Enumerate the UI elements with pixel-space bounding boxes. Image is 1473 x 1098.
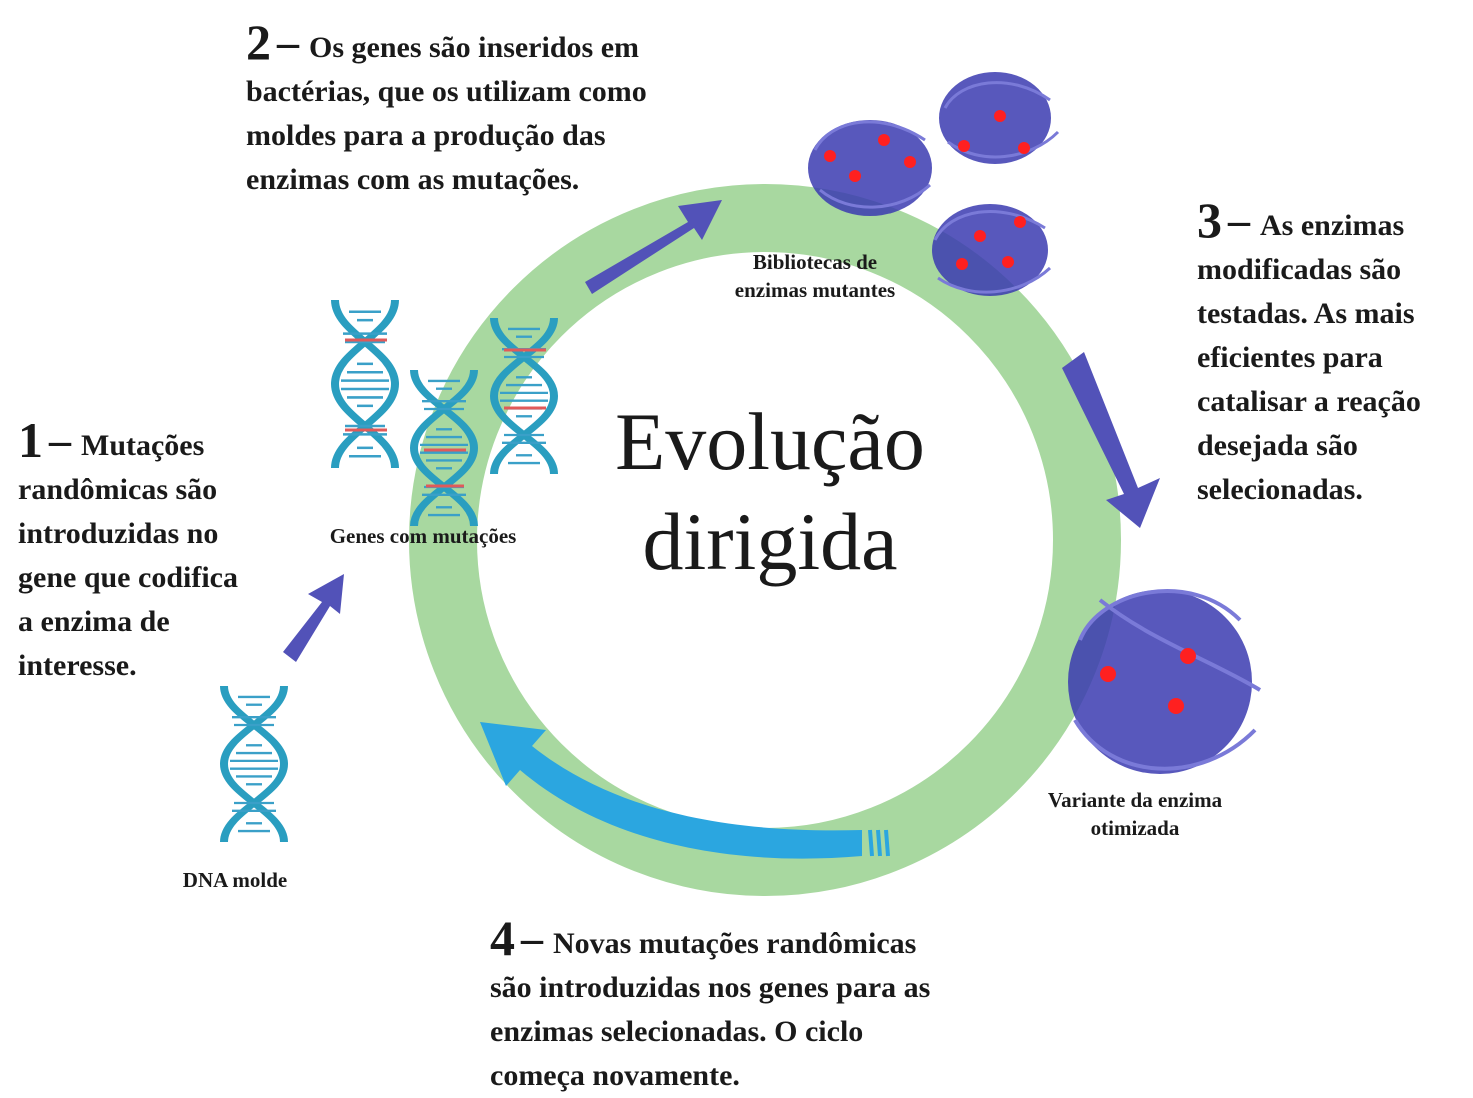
step-text-line: catalisar a reação — [1197, 385, 1421, 418]
step-dash: – — [521, 914, 543, 963]
step-1-description: 1–Mutações randômicas são introduzidas n… — [18, 415, 308, 688]
step-dash: – — [277, 18, 299, 67]
mutant-enzyme-3 — [932, 204, 1052, 296]
step-text-line: a enzima de — [18, 605, 170, 638]
step-text-line: testadas. As mais — [1197, 297, 1415, 330]
step-number: 1 — [18, 412, 43, 468]
step-text-line: eficientes para — [1197, 341, 1383, 374]
step-text-line: desejada são — [1197, 429, 1358, 462]
step-number: 4 — [490, 910, 515, 966]
arrow-to-variant — [1062, 352, 1160, 528]
mutated-gene-helix-1 — [335, 300, 395, 468]
label-optimized-variant: Variante da enzima otimizada — [1000, 786, 1270, 842]
label-line: otimizada — [1090, 816, 1180, 840]
label-line: Bibliotecas de — [752, 250, 878, 274]
step-text-line: começa novamente. — [490, 1059, 740, 1092]
step-number: 3 — [1197, 192, 1222, 248]
label-mutated-genes: Genes com mutações — [329, 524, 517, 548]
arrow-to-genes — [283, 574, 344, 662]
label-line: enzimas mutantes — [734, 278, 896, 302]
step-text-line: enzimas com as mutações. — [246, 163, 580, 196]
step-text-line: moldes para a produção das — [246, 119, 606, 152]
title-line-1: Evolução — [615, 396, 925, 487]
title-line-2: dirigida — [642, 496, 898, 587]
step-text-line: As enzimas — [1260, 209, 1405, 242]
step-text-line: gene que codifica — [18, 561, 238, 594]
mutant-enzyme-2 — [939, 72, 1060, 164]
step-dash: – — [49, 416, 71, 465]
arrow-to-libraries — [585, 200, 722, 294]
step-text-line: randômicas são — [18, 473, 218, 506]
mutated-gene-helix-2 — [414, 370, 474, 526]
arrow-tail-stripes — [868, 829, 890, 857]
step-text-line: Novas mutações randômicas — [553, 927, 917, 960]
step-number: 2 — [246, 14, 271, 70]
step-dash: – — [1228, 196, 1250, 245]
step-text-line: interesse. — [18, 649, 137, 682]
mutated-gene-helix-3 — [494, 318, 554, 474]
step-4-description: 4–Novas mutações randômicas são introduz… — [490, 913, 1050, 1098]
dna-template-helix — [224, 686, 284, 842]
arrow-restart-cycle — [480, 722, 862, 859]
step-text-line: selecionadas. — [1197, 473, 1363, 506]
step-3-description: 3–As enzimas modificadas são testadas. A… — [1197, 195, 1473, 512]
step-text-line: bactérias, que os utilizam como — [246, 75, 647, 108]
label-mutant-libraries: Bibliotecas de enzimas mutantes — [690, 248, 940, 304]
step-text-line: enzimas selecionadas. O ciclo — [490, 1015, 864, 1048]
optimized-enzyme-variant — [1068, 589, 1262, 774]
step-text-line: Mutações — [81, 429, 205, 462]
diagram-title: Evolução dirigida — [560, 392, 980, 592]
step-text-line: introduzidas no — [18, 517, 219, 550]
step-text-line: modificadas são — [1197, 253, 1402, 286]
step-text-line: são introduzidas nos genes para as — [490, 971, 931, 1004]
label-line: Variante da enzima — [1047, 788, 1223, 812]
mutant-enzyme-1 — [808, 120, 932, 216]
step-2-description: 2–Os genes são inseridos em bactérias, q… — [246, 17, 746, 202]
label-dna-template: DNA molde — [182, 868, 288, 892]
cycle-ring — [409, 184, 1121, 896]
step-text-line: Os genes são inseridos em — [309, 31, 639, 64]
